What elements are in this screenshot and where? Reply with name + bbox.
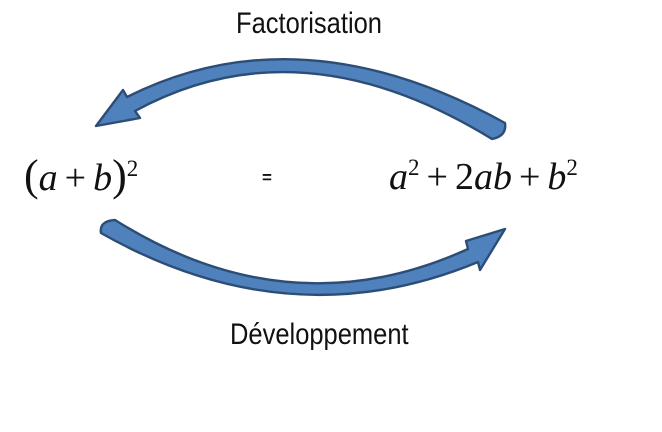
- exponent-b: 2: [566, 155, 578, 180]
- variable-a: a: [38, 157, 58, 199]
- open-paren: (: [24, 151, 39, 200]
- factorisation-curved-arrow-icon: [94, 57, 507, 141]
- variable-a: a: [389, 156, 408, 198]
- coefficient-2: 2: [454, 156, 474, 198]
- variable-b: b: [93, 157, 113, 199]
- variable-b: b: [547, 156, 567, 198]
- plus-sign: +: [64, 157, 87, 199]
- plus-sign: +: [426, 156, 448, 198]
- plus-sign: +: [518, 156, 541, 198]
- exponent: 2: [126, 156, 139, 181]
- variables-ab: ab: [473, 156, 512, 198]
- left-expression: (a+b)2: [24, 154, 139, 199]
- close-paren: ): [112, 151, 127, 200]
- equals-sign: =: [262, 168, 272, 187]
- exponent-a: 2: [408, 155, 420, 180]
- factorisation-label: Factorisation: [236, 7, 382, 40]
- developpement-label: Développement: [230, 318, 409, 351]
- developpement-curved-arrow-icon: [99, 218, 507, 297]
- right-expression: a2+2ab+b2: [389, 155, 578, 198]
